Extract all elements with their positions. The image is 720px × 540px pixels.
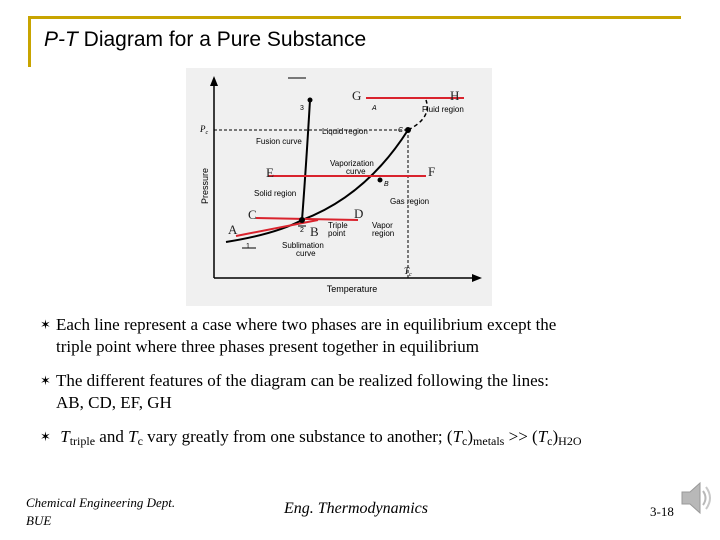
solid-region-label: Solid region xyxy=(254,189,296,198)
sublimation-curve xyxy=(225,219,303,243)
fluid-region-label: Fluid region xyxy=(422,105,464,114)
bullet-2-line-2: AB, CD, EF, GH xyxy=(56,393,172,412)
vaporization-curve-label-2: curve xyxy=(346,167,366,176)
point-b-small-label: B xyxy=(384,181,389,188)
bullet-3-line: Ttriple and Tc vary greatly from one sub… xyxy=(60,427,582,448)
point-1-label: 1 xyxy=(246,243,250,250)
label-H: H xyxy=(450,88,459,103)
vaporization-curve xyxy=(301,129,409,221)
label-C: C xyxy=(248,207,257,222)
bullet-item-1: ✶ Each line represent a case where two p… xyxy=(40,314,690,358)
label-G: G xyxy=(352,88,361,103)
bullet-1-line-2: triple point where three phases present … xyxy=(56,337,479,356)
sublimation-curve-label-2: curve xyxy=(296,249,316,258)
x-axis-arrow xyxy=(472,274,482,282)
fluid-boundary-dashed xyxy=(407,99,428,131)
y-axis-arrow xyxy=(210,76,218,86)
title-rest: Diagram for a Pure Substance xyxy=(77,28,367,51)
bullet-star-icon: ✶ xyxy=(40,317,51,332)
label-F: F xyxy=(428,164,435,179)
title-italic: P-T xyxy=(44,28,78,51)
page-number: 3-18 xyxy=(650,504,674,519)
bullet-star-icon: ✶ xyxy=(40,373,51,388)
bullet-star-icon: ✶ xyxy=(40,429,51,444)
vaporization-curve-label-1: Vaporization xyxy=(330,159,374,168)
triple-point-marker xyxy=(299,217,305,223)
pt-diagram-svg: Pressure Temperature Pc Tc Fusion curve … xyxy=(199,76,482,294)
label-B: B xyxy=(310,224,319,239)
footer-course: Eng. Thermodynamics xyxy=(284,500,428,517)
pc-label: Pc xyxy=(199,124,209,136)
label-E: E xyxy=(266,165,274,180)
label-D: D xyxy=(354,206,363,221)
bullet-2-line-1: The different features of the diagram ca… xyxy=(56,371,549,390)
bullet-item-2: ✶ The different features of the diagram … xyxy=(40,370,690,414)
point-a-small-label: A xyxy=(371,105,377,112)
triple-point-label-1: Triple xyxy=(328,221,348,230)
point-3-marker xyxy=(307,97,313,103)
tc-label: Tc xyxy=(404,266,412,278)
point-c-small-label: C xyxy=(398,127,404,134)
label-A: A xyxy=(228,222,238,237)
triple-point-label-2: point xyxy=(328,229,346,238)
footer-dept-line-2: BUE xyxy=(26,513,52,528)
pt-diagram: Pressure Temperature Pc Tc Fusion curve … xyxy=(186,68,492,306)
point-2-label: 2 xyxy=(300,227,304,234)
line-cd xyxy=(255,217,359,221)
footer-department: Chemical Engineering Dept. BUE xyxy=(26,494,175,530)
line-ab xyxy=(235,219,319,237)
bullet-list: ✶ Each line represent a case where two p… xyxy=(40,314,690,464)
page-title: P-T Diagram for a Pure Substance xyxy=(44,28,366,52)
pressure-label: Pressure xyxy=(200,168,210,204)
footer-dept-line-1: Chemical Engineering Dept. xyxy=(26,495,176,510)
bullet-item-3: ✶ Ttriple and Tc vary greatly from one s… xyxy=(40,426,690,452)
point-3-label: 3 xyxy=(300,105,304,112)
gas-region-label: Gas region xyxy=(390,197,429,206)
temperature-label: Temperature xyxy=(327,284,378,294)
sublimation-curve-label-1: Sublimation xyxy=(282,241,324,250)
bullet-1-line-1: Each line represent a case where two pha… xyxy=(56,315,557,334)
title-frame xyxy=(28,16,681,67)
vapor-region-label-1: Vapor xyxy=(372,221,393,230)
vapor-region-label-2: region xyxy=(372,229,394,238)
speaker-icon[interactable] xyxy=(678,478,712,518)
liquid-region-label: Liquid region xyxy=(322,127,368,136)
critical-point-marker xyxy=(405,127,411,133)
fusion-curve xyxy=(301,99,311,221)
point-b-marker xyxy=(377,177,383,183)
fusion-curve-label: Fusion curve xyxy=(256,137,302,146)
